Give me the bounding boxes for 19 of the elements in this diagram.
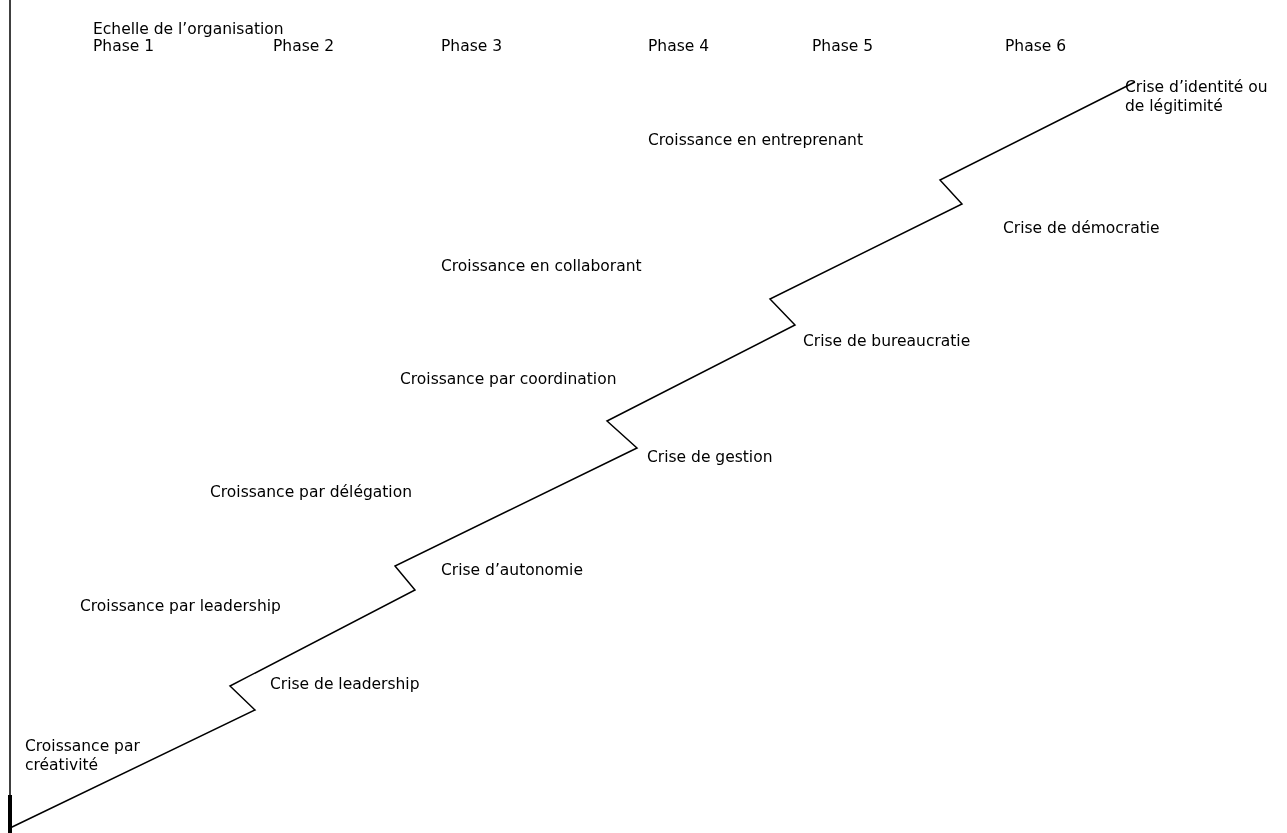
axis-title: Echelle de l’organisation (93, 20, 284, 39)
crisis-label: Crise d’identité ou de légitimité (1125, 78, 1269, 116)
phase-label: Phase 3 (441, 37, 503, 56)
crisis-label: Crise de gestion (647, 448, 773, 467)
crisis-label: Crise de bureaucratie (803, 332, 971, 351)
growth-label: Croissance en entreprenant (648, 131, 864, 150)
crisis-label: Crise de démocratie (1003, 219, 1160, 238)
phase-label: Phase 4 (648, 37, 710, 56)
crisis-label: Crise d’autonomie (441, 561, 583, 580)
phase-label: Phase 6 (1005, 37, 1067, 56)
phase-label: Phase 5 (812, 37, 874, 56)
growth-label: Croissance par coordination (400, 370, 617, 389)
crisis-label: Crise de leadership (270, 675, 420, 694)
growth-label: Croissance en collaborant (441, 257, 642, 276)
phase-label: Phase 1 (93, 37, 155, 56)
growth-label: Croissance par leadership (80, 597, 281, 616)
phase-label: Phase 2 (273, 37, 335, 56)
growth-label: Croissance par créativité (25, 737, 141, 775)
growth-label: Croissance par délégation (210, 483, 412, 502)
